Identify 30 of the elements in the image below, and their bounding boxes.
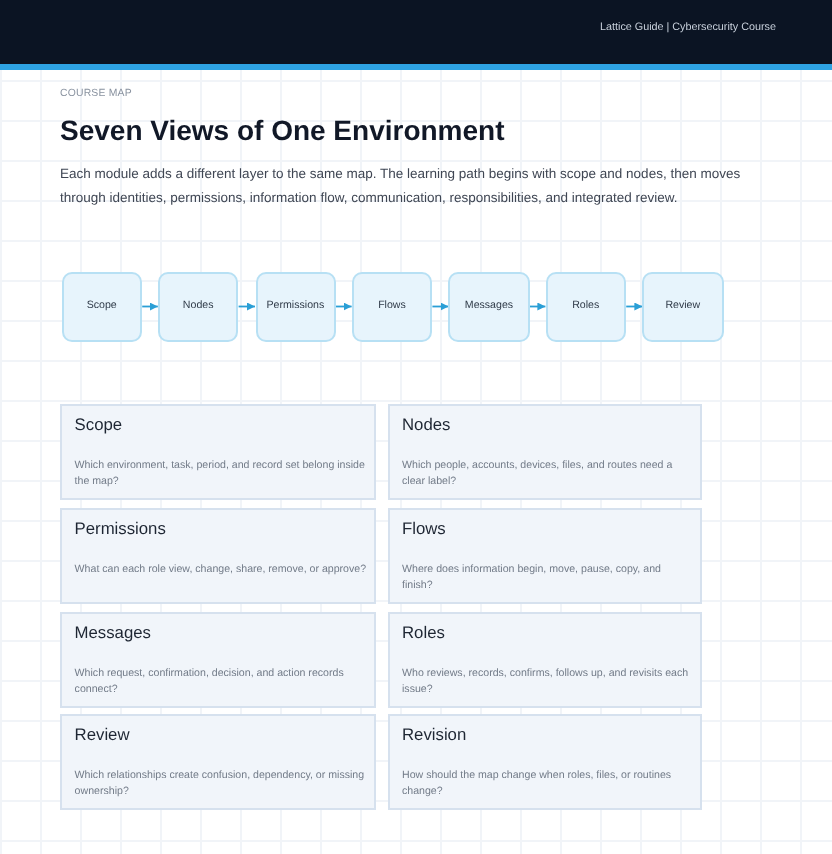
card-heading: Review [74,724,130,746]
step-box [545,272,627,341]
card-heading: Permissions [74,518,166,540]
card-heading: Flows [402,518,446,540]
topic-card [388,508,703,605]
card-heading: Roles [402,621,445,643]
step-box [642,272,724,341]
topic-card [388,404,703,501]
card-heading: Revision [402,724,467,746]
topic-card [388,714,703,811]
arrow [334,302,353,311]
card-heading: Scope [74,414,123,436]
step-box [255,272,336,341]
step-box [61,272,143,341]
step-box [157,272,239,341]
topic-card [60,714,376,811]
topic-card [60,508,376,605]
arrow [141,302,159,311]
arrow [237,302,256,311]
step-box [351,272,433,341]
topic-card [388,611,703,708]
arrow [528,302,547,311]
arrow [431,302,450,311]
topic-card [60,611,376,708]
card-heading: Nodes [402,414,451,436]
topic-card [60,404,376,501]
page-title: Seven Views of One Environment [60,112,505,150]
step-box [448,272,530,341]
arrow [625,302,644,311]
card-heading: Messages [74,621,151,643]
